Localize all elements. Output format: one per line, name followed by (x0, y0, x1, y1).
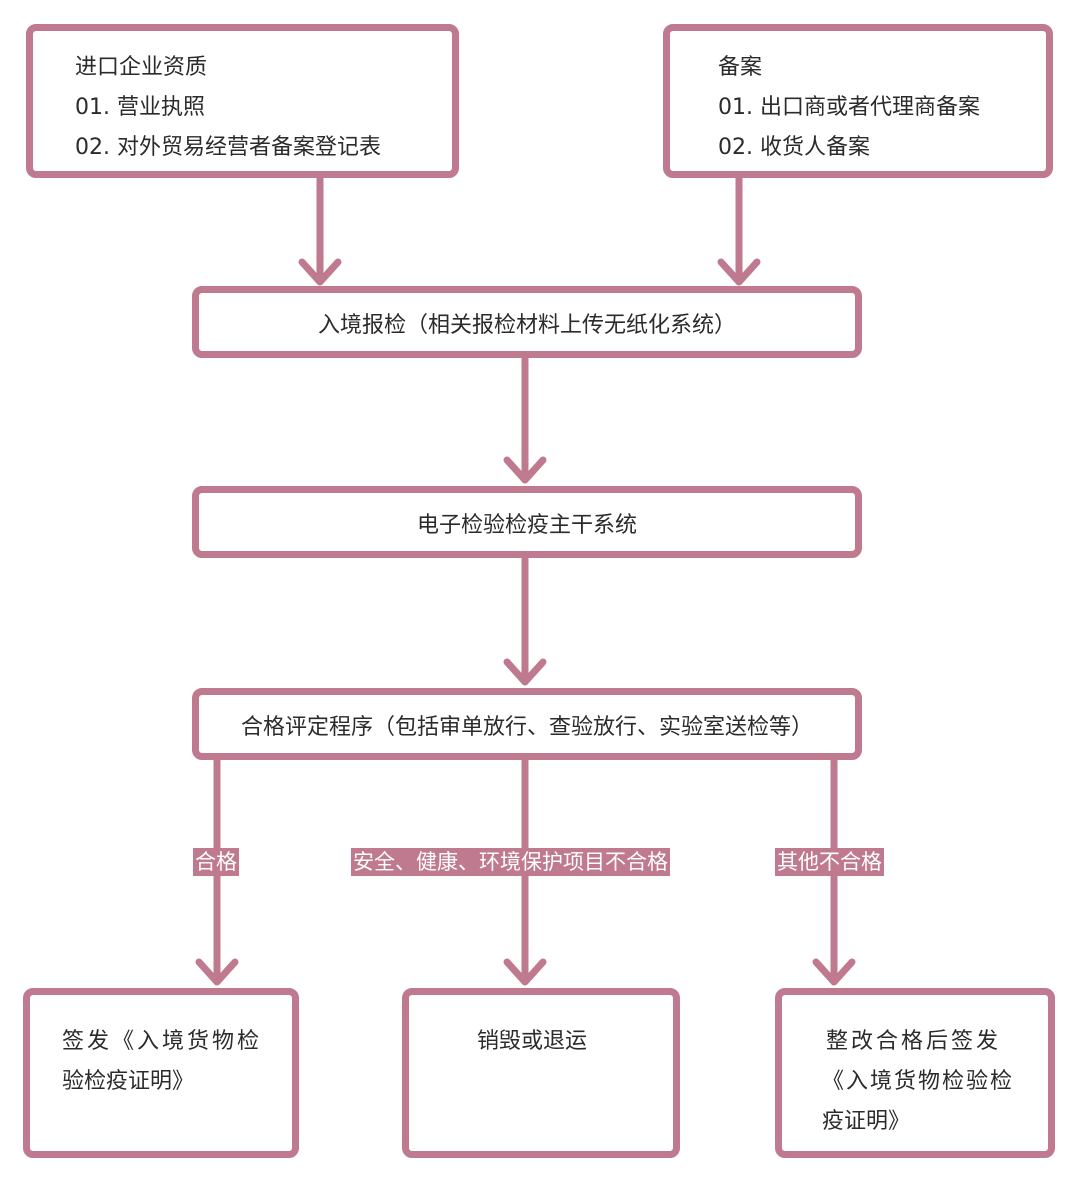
node-e-ciq-system: 电子检验检疫主干系统 (192, 486, 862, 558)
edge-label-qualified: 合格 (193, 848, 239, 876)
node-item: 02. 对外贸易经营者备案登记表 (75, 135, 381, 160)
node-import-qualification: 进口企业资质 01. 营业执照 02. 对外贸易经营者备案登记表 (26, 24, 459, 178)
node-line: 疫证明》 (822, 1109, 911, 1134)
arrowhead-other-unqualified (812, 958, 856, 986)
edge-label-other-unqualified: 其他不合格 (775, 848, 884, 876)
arrowhead-assessment (503, 658, 547, 686)
arrowhead-system (503, 456, 547, 484)
node-label: 入境报检（相关报检材料上传无纸化系统） (317, 313, 736, 338)
arrowhead-qualification (298, 258, 342, 286)
node-label: 销毁或退运 (477, 1029, 588, 1054)
node-title: 备案 (718, 55, 763, 80)
node-filing: 备案 01. 出口商或者代理商备案 02. 收货人备案 (663, 24, 1053, 178)
node-issue-certificate: 签发《入境货物检 验检疫证明》 (23, 988, 299, 1158)
node-item: 01. 出口商或者代理商备案 (718, 95, 980, 120)
node-line: 签发《入境货物检 (62, 1029, 263, 1054)
node-rectify-then-issue: 整改合格后签发 《入境货物检验检 疫证明》 (775, 988, 1055, 1158)
node-entry-inspection: 入境报检（相关报检材料上传无纸化系统） (192, 286, 862, 358)
node-item: 01. 营业执照 (75, 95, 205, 120)
arrowhead-filing (717, 258, 761, 286)
node-line: 《入境货物检验检 (822, 1069, 1015, 1094)
node-label: 合格评定程序（包括审单放行、查验放行、实验室送检等） (240, 715, 813, 740)
node-label: 电子检验检疫主干系统 (416, 513, 637, 538)
node-item: 02. 收货人备案 (718, 135, 870, 160)
edge-label-safety-unqualified: 安全、健康、环境保护项目不合格 (351, 848, 670, 876)
node-destroy-or-return: 销毁或退运 (402, 988, 680, 1158)
arrowhead-safety-unqualified (503, 958, 547, 986)
node-line: 整改合格后签发 (826, 1029, 1002, 1054)
node-line: 验检疫证明》 (62, 1069, 195, 1094)
arrowhead-qualified (195, 958, 239, 986)
node-title: 进口企业资质 (75, 55, 208, 80)
node-conformity-assessment: 合格评定程序（包括审单放行、查验放行、实验室送检等） (192, 688, 862, 760)
